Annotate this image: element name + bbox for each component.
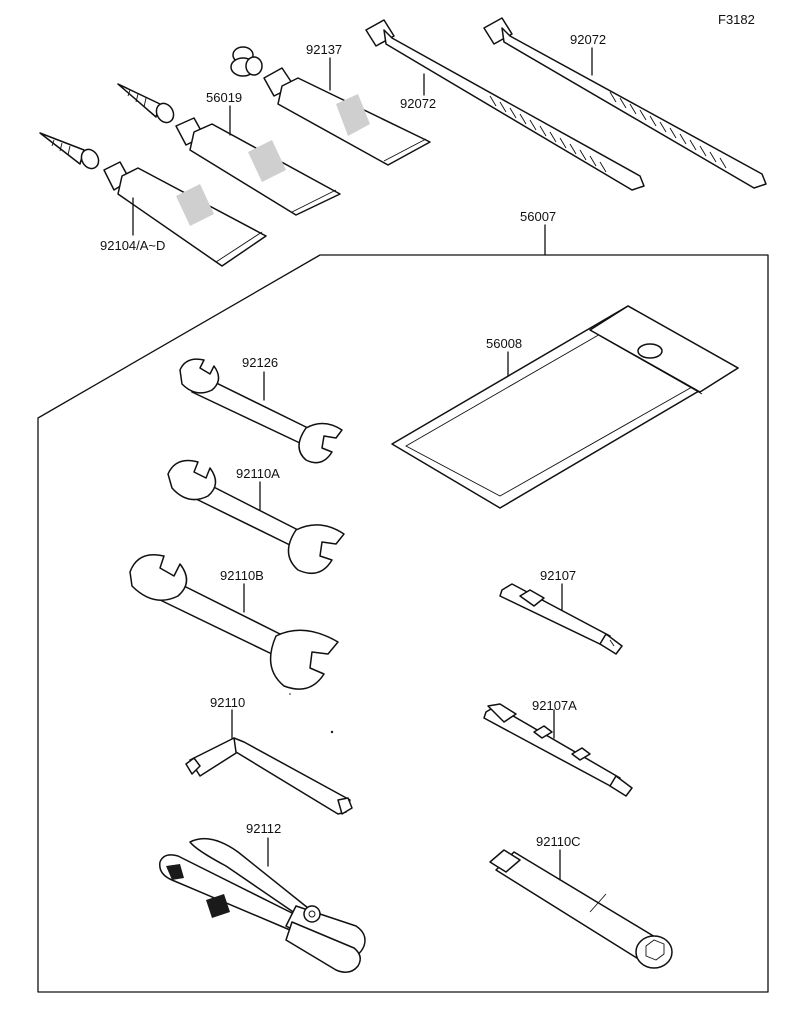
dot <box>289 693 291 695</box>
tool-kit-boundary <box>37 254 769 993</box>
label-92126: 92126 <box>242 355 278 370</box>
sealant-tube-56019 <box>117 83 341 216</box>
screwdriver-92107A <box>483 703 633 797</box>
label-92110A: 92110A <box>236 466 280 481</box>
sealant-tube-92104 <box>39 132 267 267</box>
label-92110B: 92110B <box>220 568 264 583</box>
label-92110C: 92110C <box>536 834 581 849</box>
label-56007: 56007 <box>520 209 556 224</box>
wrench-92126 <box>179 358 343 464</box>
dot <box>330 730 334 734</box>
box-wrench-92110C <box>489 849 673 969</box>
label-92112: 92112 <box>246 821 281 836</box>
tool-bag-56008 <box>391 305 739 509</box>
label-92110: 92110 <box>210 695 245 710</box>
hex-key-92110 <box>185 737 353 815</box>
screwdriver-92107 <box>499 583 623 655</box>
label-56008: 56008 <box>486 336 522 351</box>
label-92104: 92104/A~D <box>100 238 165 253</box>
cable-tie-92072-right <box>483 17 767 189</box>
grease-tube-92137 <box>230 46 431 166</box>
label-92137: 92137 <box>306 42 342 57</box>
figure-code: F3182 <box>718 12 755 27</box>
wrench-92110A <box>167 459 345 575</box>
pliers-92112 <box>159 837 366 973</box>
label-92107A: 92107A <box>532 698 577 713</box>
label-92107: 92107 <box>540 568 576 583</box>
label-56019: 56019 <box>206 90 242 105</box>
wrench-92110B <box>129 554 339 690</box>
label-92072-left: 92072 <box>400 96 436 111</box>
cable-tie-92072-left <box>365 19 645 191</box>
label-92072-right: 92072 <box>570 32 606 47</box>
